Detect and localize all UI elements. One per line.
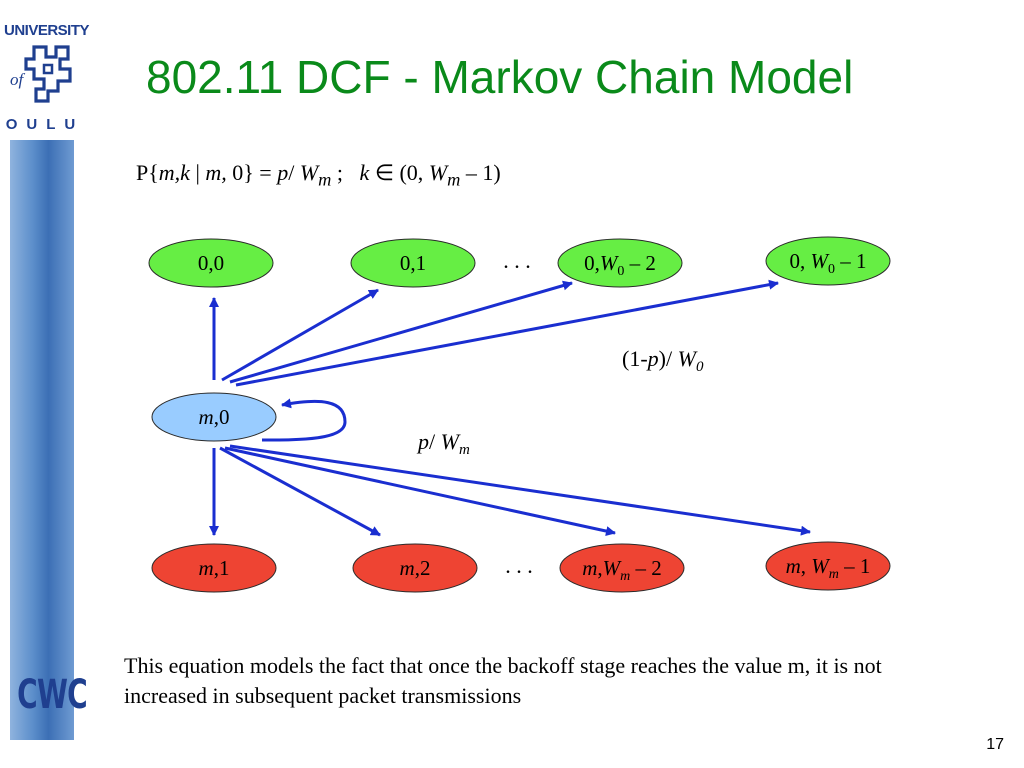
sidebar-gradient-bar [10, 140, 74, 740]
state-node-0-1 [350, 238, 476, 288]
bottom-row-nodes: m,1 m,2 m,Wm – 2 m, Wm – 1 . . . [151, 541, 891, 593]
top-ellipsis: . . . [503, 248, 531, 273]
bottom-ellipsis: . . . [505, 553, 533, 578]
logo-emblem-icon: of [10, 45, 72, 103]
state-label-0-0: 0,0 [198, 251, 224, 275]
arrow-to-0-1 [221, 288, 379, 382]
label-upper-probability: (1-p)/ W0 [622, 346, 704, 375]
label-lower-probability: p/ Wm [416, 429, 470, 458]
state-label-0-1: 0,1 [400, 251, 426, 275]
sidebar: UNIVERSITY of OULU CWC [0, 0, 90, 768]
explanation-text: This equation models the fact that once … [124, 653, 882, 708]
transition-arrows [209, 279, 811, 537]
top-row-nodes: 0,0 0,1 0,W0 – 2 0, W0 – 1 . . . [148, 236, 891, 288]
state-node-m-wm-1 [765, 541, 891, 591]
arrow-to-m-2 [219, 446, 381, 537]
slide-title: 802.11 DCF - Markov Chain Model [146, 51, 854, 103]
arrow-to-0-w0-2 [229, 280, 573, 384]
university-logo: UNIVERSITY of OULU [4, 22, 90, 133]
state-label-m-0: m,0 [199, 405, 230, 429]
state-label-m-wm-1: m, Wm – 1 [786, 554, 871, 582]
state-node-0-0 [148, 238, 274, 288]
state-node-m-wm-2 [559, 543, 685, 593]
logo-university-text: UNIVERSITY [4, 22, 90, 39]
arrow-to-0-w0-1 [235, 279, 779, 387]
arrow-to-m-wm-1 [229, 444, 811, 536]
state-node-m-0 [151, 392, 277, 442]
self-loop-arrow [261, 398, 347, 442]
state-node-0-w0-1 [765, 236, 891, 286]
state-node-0-w0-2 [557, 238, 683, 288]
arrow-to-m-wm-2 [224, 446, 616, 536]
state-label-0-w0-1: 0, W0 – 1 [790, 249, 867, 277]
state-node-m-2 [352, 543, 478, 593]
logo-of-text: of [10, 70, 26, 89]
state-node-m-1 [151, 543, 277, 593]
page-number: 17 [986, 736, 1004, 753]
logo-oulu-text: OULU [5, 116, 85, 133]
state-label-m-1: m,1 [199, 556, 230, 580]
state-label-m-2: m,2 [400, 556, 431, 580]
transition-equation: P{m,k | m, 0} = p/ Wm ; k ∈ (0, Wm – 1) [136, 160, 501, 190]
